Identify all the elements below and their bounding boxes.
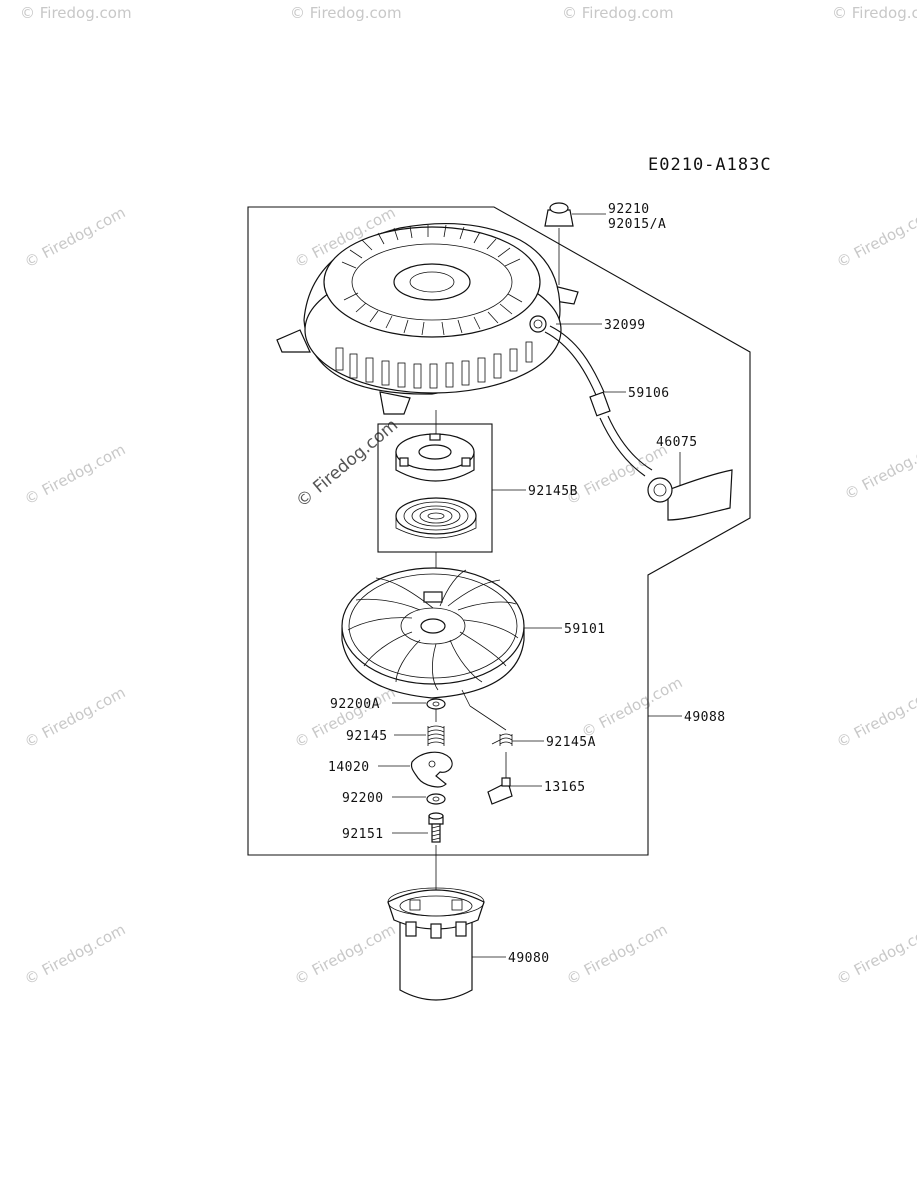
part-label-59106: 59106 (628, 386, 670, 401)
ratchet-guide-line (461, 689, 471, 707)
part-label-92015: 92015/A (608, 217, 666, 232)
washer (426, 793, 446, 805)
part-label-92145B: 92145B (528, 484, 578, 499)
watermark: © Firedog.com (833, 920, 917, 988)
watermark-center: © Firedog.com (292, 415, 402, 512)
assembly-boundary (247, 206, 751, 856)
starter-handle (647, 452, 733, 521)
part-label-92200: 92200 (342, 791, 384, 806)
watermark: © Firedog.com (833, 203, 917, 271)
watermark: © Firedog.com (21, 683, 128, 751)
recoil-spring (395, 497, 477, 539)
watermark: © Firedog.com (21, 920, 128, 988)
watermark: © Firedog.com (291, 920, 398, 988)
watermark: © Firedog.com (563, 920, 670, 988)
watermark: © Firedog.com (841, 435, 917, 503)
part-label-49080: 49080 (508, 951, 550, 966)
recoil-cover (276, 222, 579, 415)
spring-kit-box (377, 423, 493, 553)
part-label-92200A: 92200A (330, 697, 380, 712)
watermark-layer: © Firedog.com © Firedog.com © Firedog.co… (20, 4, 917, 989)
friction-spring (427, 725, 445, 746)
watermark: © Firedog.com (21, 203, 128, 271)
watermark: © Firedog.com (833, 683, 917, 751)
washer-a (426, 698, 446, 710)
watermark: © Firedog.com (21, 440, 128, 508)
part-label-59101: 59101 (564, 622, 606, 637)
watermark: © Firedog.com (20, 4, 132, 22)
ratchet-guide-line (469, 705, 507, 731)
part-label-49088: 49088 (684, 710, 726, 725)
friction-plate (410, 751, 453, 788)
diagram-code: E0210-A183C (648, 155, 772, 175)
ratchet-pawl (487, 777, 513, 805)
part-label-92151: 92151 (342, 827, 384, 842)
watermark: © Firedog.com (562, 4, 674, 22)
part-label-92145A: 92145A (546, 735, 596, 750)
watermark: © Firedog.com (832, 4, 917, 22)
part-label-32099: 32099 (604, 318, 646, 333)
part-label-14020: 14020 (328, 760, 370, 775)
watermark: © Firedog.com (290, 4, 402, 22)
bolt (428, 812, 444, 843)
ratchet-spring (491, 733, 513, 746)
part-label-46075: 46075 (656, 435, 698, 450)
part-label-13165: 13165 (544, 780, 586, 795)
cap-nut (544, 202, 574, 285)
starter-rope (544, 325, 653, 477)
starter-cup (387, 887, 485, 1001)
watermark: © Firedog.com (578, 673, 685, 741)
part-label-92145: 92145 (346, 729, 388, 744)
rope-reel (341, 567, 525, 699)
part-label-92210: 92210 (608, 202, 650, 217)
spring-case (395, 433, 475, 482)
